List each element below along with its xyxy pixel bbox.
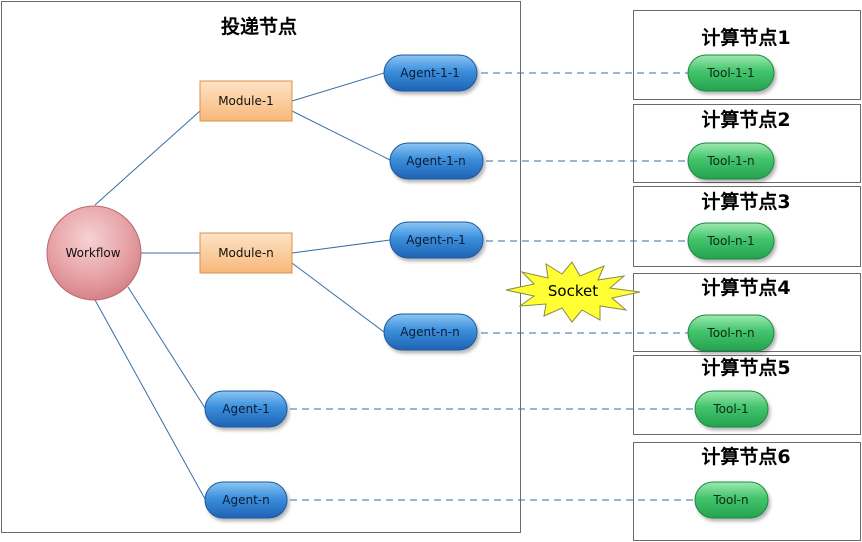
workflow-label: Workflow: [65, 246, 120, 260]
dashed-connectors: [290, 72, 695, 501]
tool-n-n-node[interactable]: Tool-n-n: [687, 314, 775, 352]
compute-node-title: 计算节点1: [701, 26, 790, 49]
agent-1-n-node[interactable]: Agent-1-n: [389, 142, 484, 180]
compute-node-title: 计算节点3: [701, 190, 790, 213]
delivery-node-title: 投递节点: [221, 15, 297, 38]
solid-connectors: [94, 72, 391, 500]
compute-node-title: 计算节点2: [701, 108, 790, 131]
tool-label: Tool-n-1: [706, 234, 754, 248]
module-label: Module-n: [218, 246, 274, 260]
socket-label: Socket: [548, 282, 598, 300]
agent-n-n-node[interactable]: Agent-n-n: [383, 313, 478, 351]
agent-n-1-node[interactable]: Agent-n-1: [389, 221, 484, 259]
module-label: Module-1: [218, 94, 274, 108]
tool-label: Tool-1-1: [706, 66, 754, 80]
tool-n-node[interactable]: Tool-n: [694, 481, 769, 519]
compute-node-title: 计算节点5: [701, 356, 790, 379]
connector-module-n-agent-n-1: [291, 239, 391, 254]
workflow-node[interactable]: Workflow: [46, 205, 142, 301]
agent-label: Agent-n-1: [406, 233, 465, 247]
agent-label: Agent-n-n: [400, 325, 459, 339]
agent-1-node[interactable]: Agent-1: [204, 390, 288, 428]
tool-label: Tool-1: [712, 402, 748, 416]
connector-workflow-module-1: [94, 110, 201, 206]
tool-label: Tool-n: [712, 493, 748, 507]
tool-1-node[interactable]: Tool-1: [694, 390, 769, 428]
connector-module-1-agent-1-1: [291, 72, 385, 102]
socket-starburst-shape: [505, 261, 641, 323]
socket-callout: Socket: [505, 261, 641, 323]
agent-label: Agent-1-1: [400, 66, 459, 80]
agent-label: Agent-n: [222, 493, 269, 507]
tool-n-1-node[interactable]: Tool-n-1: [687, 222, 775, 260]
connector-workflow-agent-1: [127, 286, 206, 409]
connector-module-1-agent-1-n: [291, 110, 391, 161]
agent-n-node[interactable]: Agent-n: [204, 481, 288, 519]
module-1-node[interactable]: Module-1: [199, 80, 293, 122]
compute-node-6: 计算节点6: [633, 442, 861, 541]
tool-1-n-node[interactable]: Tool-1-n: [687, 142, 775, 180]
tool-label: Tool-n-n: [706, 326, 754, 340]
compute-node-title: 计算节点6: [701, 445, 790, 468]
connector-workflow-agent-n: [94, 299, 206, 500]
agent-1-1-node[interactable]: Agent-1-1: [383, 54, 478, 92]
module-n-node[interactable]: Module-n: [199, 232, 293, 274]
agent-label: Agent-1: [222, 402, 269, 416]
agent-label: Agent-1-n: [406, 154, 465, 168]
connector-module-n-agent-n-n: [291, 262, 385, 333]
tool-label: Tool-1-n: [706, 154, 754, 168]
tool-1-1-node[interactable]: Tool-1-1: [687, 54, 775, 92]
compute-node-title: 计算节点4: [701, 276, 790, 299]
